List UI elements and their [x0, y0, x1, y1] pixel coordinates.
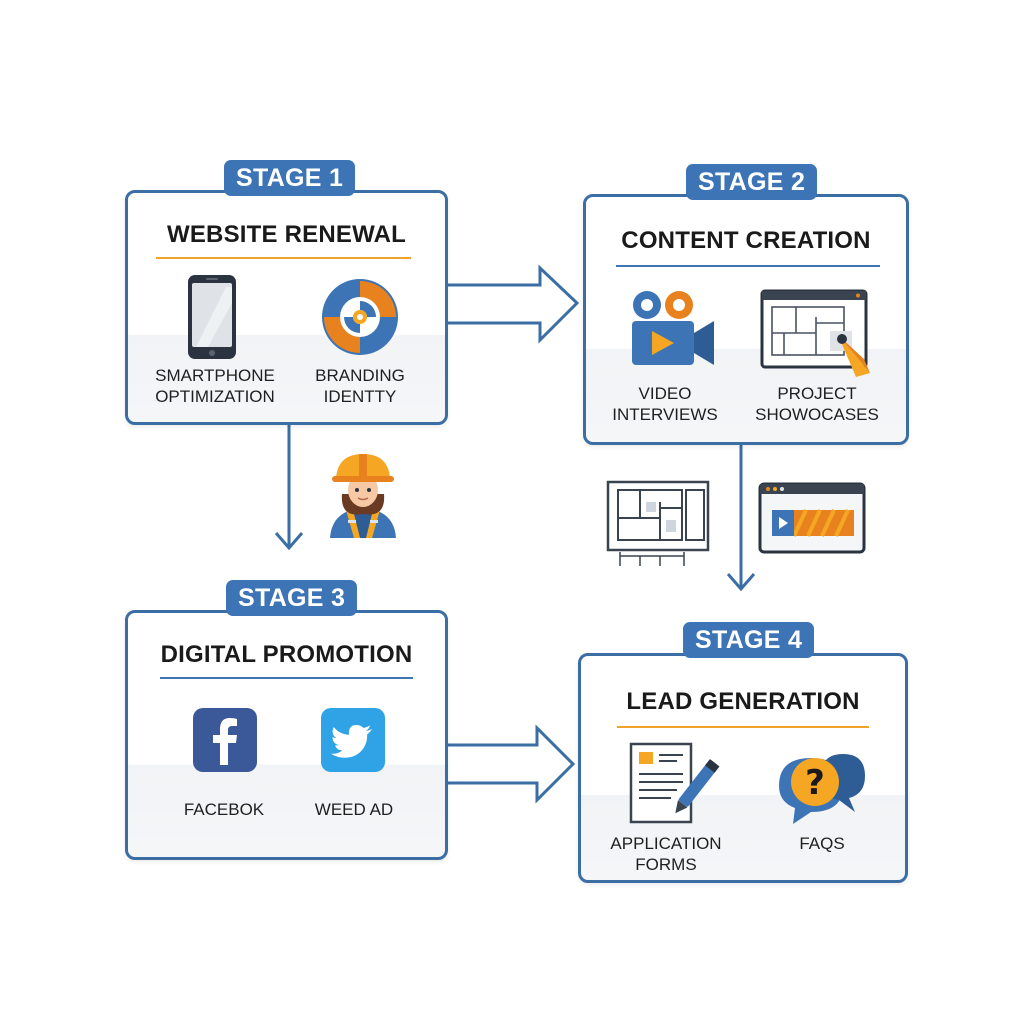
stage-1-card: WEBSITE RENEWAL SMARTPHONE OPTIMIZATION [125, 190, 448, 425]
blueprint-showcase-icon [760, 289, 876, 379]
floor-plan-icon [606, 480, 714, 570]
video-camera-icon [630, 289, 716, 369]
stage-1-title: WEBSITE RENEWAL [166, 221, 406, 248]
stage-2-title: CONTENT CREATION [621, 227, 871, 254]
stage-4-title-rule [617, 726, 869, 728]
application-form-icon [627, 742, 721, 826]
stage-3-title-rule [160, 677, 413, 679]
item-label: APPLICATION FORMS [610, 834, 722, 874]
item-label: FAQS [799, 834, 845, 853]
stage-3-badge: STAGE 3 [226, 580, 358, 616]
stage-4-title: LEAD GENERATION [626, 688, 860, 715]
arrow-stage1-to-stage2 [447, 264, 580, 344]
stage-1-title-rule [156, 257, 411, 259]
twitter-icon [320, 707, 386, 773]
stage-4-badge: STAGE 4 [683, 622, 815, 658]
construction-worker-icon [324, 448, 402, 544]
arrow-stage2-down [726, 444, 756, 592]
branding-icon [320, 277, 400, 357]
svg-text:?: ? [805, 763, 825, 803]
item-label: FACEBOK [183, 800, 265, 819]
item-label: VIDEO INTERVIEWS [612, 384, 718, 424]
faq-bubble-icon: ? [771, 746, 869, 826]
stage-3-title: DIGITAL PROMOTION [160, 641, 413, 668]
stage-3-card: DIGITAL PROMOTION FACEBOK WEED AD [125, 610, 448, 860]
item-label: PROJECT SHOWOCASES [755, 384, 879, 424]
arrow-stage1-down [274, 424, 304, 551]
item-label: WEED AD [314, 800, 394, 819]
item-label: SMARTPHONE OPTIMIZATION [155, 366, 275, 406]
stage-2-badge: STAGE 2 [686, 164, 818, 200]
stage-1-badge: STAGE 1 [224, 160, 356, 196]
stage-2-title-rule [616, 265, 880, 267]
smartphone-icon [186, 273, 238, 361]
stage-4-card: LEAD GENERATION [578, 653, 908, 883]
arrow-stage3-to-stage4 [447, 724, 576, 804]
stage-2-card: CONTENT CREATION VIDEO INTERVIEWS [583, 194, 909, 445]
item-label: BRANDING IDENTTY [315, 366, 405, 406]
facebook-icon [192, 707, 258, 773]
browser-window-icon [758, 482, 868, 556]
